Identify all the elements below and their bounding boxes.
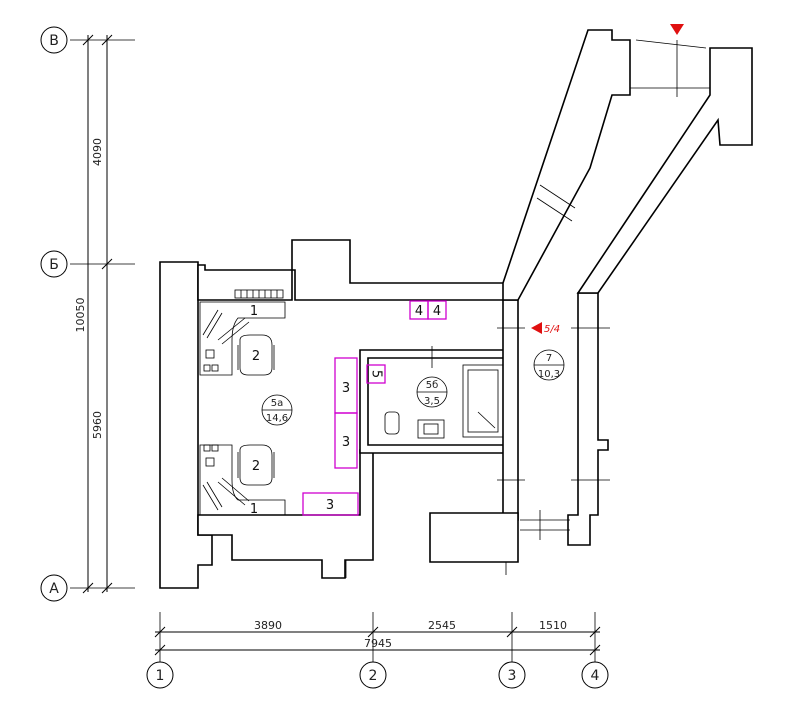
dim-seg1: 3890 — [254, 619, 282, 632]
wall-right-5b — [502, 299, 519, 521]
chair-bottom: 2 — [237, 444, 275, 486]
axis-col-3: 3 — [498, 661, 526, 689]
desk-top: 1 — [199, 301, 286, 376]
entrance-marker-label: 5/4 — [544, 324, 560, 335]
axis-col-4: 4 — [581, 661, 609, 689]
main-entrance-arrow-icon — [670, 24, 684, 35]
desk-bottom: 1 — [199, 444, 286, 517]
room-7-id: 7 — [546, 353, 552, 364]
wall-lower-block — [429, 512, 519, 563]
desk-bottom-label: 1 — [250, 502, 258, 517]
axis-row-v: В — [40, 26, 68, 54]
room-7-area: 10,3 — [538, 369, 560, 380]
dim-total-vertical: 10050 — [74, 298, 87, 333]
small-cabinet-label: 5 — [369, 370, 384, 378]
axis-label-1: 1 — [156, 668, 165, 684]
axis-label-4: 4 — [591, 668, 600, 684]
shower — [462, 364, 504, 438]
small-cabinet: 5 — [366, 364, 386, 384]
axis-col-2: 2 — [359, 661, 387, 689]
axis-row-b: Б — [40, 250, 68, 278]
entrance-arrow-icon — [531, 322, 542, 334]
room-5a-id: 5а — [271, 398, 284, 409]
dim-lower-vertical: 5960 — [91, 411, 104, 439]
toilet — [384, 411, 400, 435]
room-5b-id: 5б — [426, 380, 439, 391]
dim-upper-vertical: 4090 — [91, 138, 104, 166]
chair-top-label: 2 — [252, 349, 260, 364]
wall-right-7 — [567, 292, 609, 546]
walls — [159, 29, 753, 589]
wall-left — [159, 261, 213, 589]
axis-label-2: 2 — [369, 668, 378, 684]
shelf-left: 4 — [409, 300, 429, 320]
desk-top-label: 1 — [250, 304, 258, 319]
radiator — [234, 289, 284, 299]
axis-label-a: А — [49, 581, 59, 597]
dim-total-horizontal: 7945 — [364, 637, 392, 650]
entrance-marker: 5/4 — [531, 322, 560, 335]
chair-bottom-label: 2 — [252, 459, 260, 474]
shelf-left-label: 4 — [415, 304, 423, 319]
cabinet-upper-label: 3 — [342, 381, 350, 396]
axis-label-3: 3 — [508, 668, 517, 684]
axis-label-b: Б — [49, 257, 59, 273]
axis-col-1: 1 — [146, 661, 174, 689]
cabinet-lower-label: 3 — [342, 435, 350, 450]
axis-row-a: А — [40, 574, 68, 602]
room-5b-label: 5б 3,5 — [416, 376, 448, 408]
chair-top: 2 — [237, 334, 275, 376]
wall-bottom — [197, 449, 374, 579]
room-5a-label: 5а 14,6 — [261, 394, 293, 426]
room-5a-area: 14,6 — [266, 413, 288, 424]
cabinet-bottom: 3 — [302, 492, 359, 516]
cabinet-lower: 3 — [334, 412, 358, 469]
wall-top-5a — [197, 239, 513, 301]
sink — [417, 419, 445, 439]
dim-seg3: 1510 — [539, 619, 567, 632]
shelf-right-label: 4 — [433, 304, 441, 319]
wall-corridor-right — [576, 47, 753, 294]
door-openings — [345, 40, 678, 578]
dim-seg2: 2545 — [428, 619, 456, 632]
wall-corridor-left — [502, 29, 631, 301]
room-5b-area: 3,5 — [424, 396, 440, 407]
bathroom-fixtures — [384, 346, 504, 439]
room-7-label: 7 10,3 — [533, 349, 565, 381]
axis-label-v: В — [49, 33, 59, 49]
horizontal-dimension-chain: 3890 2545 1510 7945 — [154, 612, 601, 662]
shelf-right: 4 — [427, 300, 447, 320]
cabinet-upper: 3 — [334, 357, 358, 414]
cabinet-bottom-label: 3 — [326, 498, 334, 513]
vertical-dimension-chain: 10050 4090 5960 — [70, 34, 135, 594]
